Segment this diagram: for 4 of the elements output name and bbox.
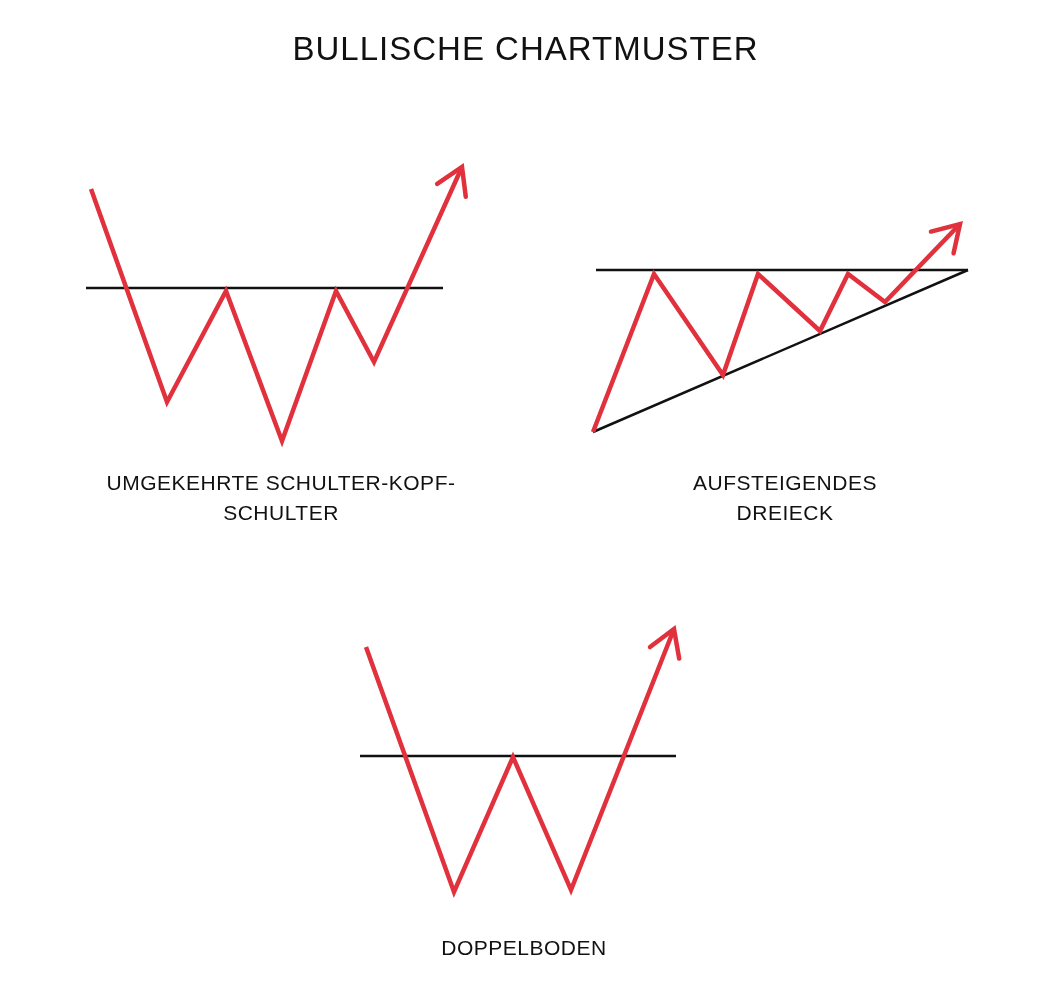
pattern-caption: DOPPELBODEN: [440, 935, 608, 961]
pattern-caption: AUFSTEIGENDES DREIECK: [692, 470, 878, 526]
pattern-caption: UMGEKEHRTE SCHULTER-KOPF-SCHULTER: [105, 470, 457, 526]
title: BULLISCHE CHARTMUSTER: [291, 30, 760, 68]
